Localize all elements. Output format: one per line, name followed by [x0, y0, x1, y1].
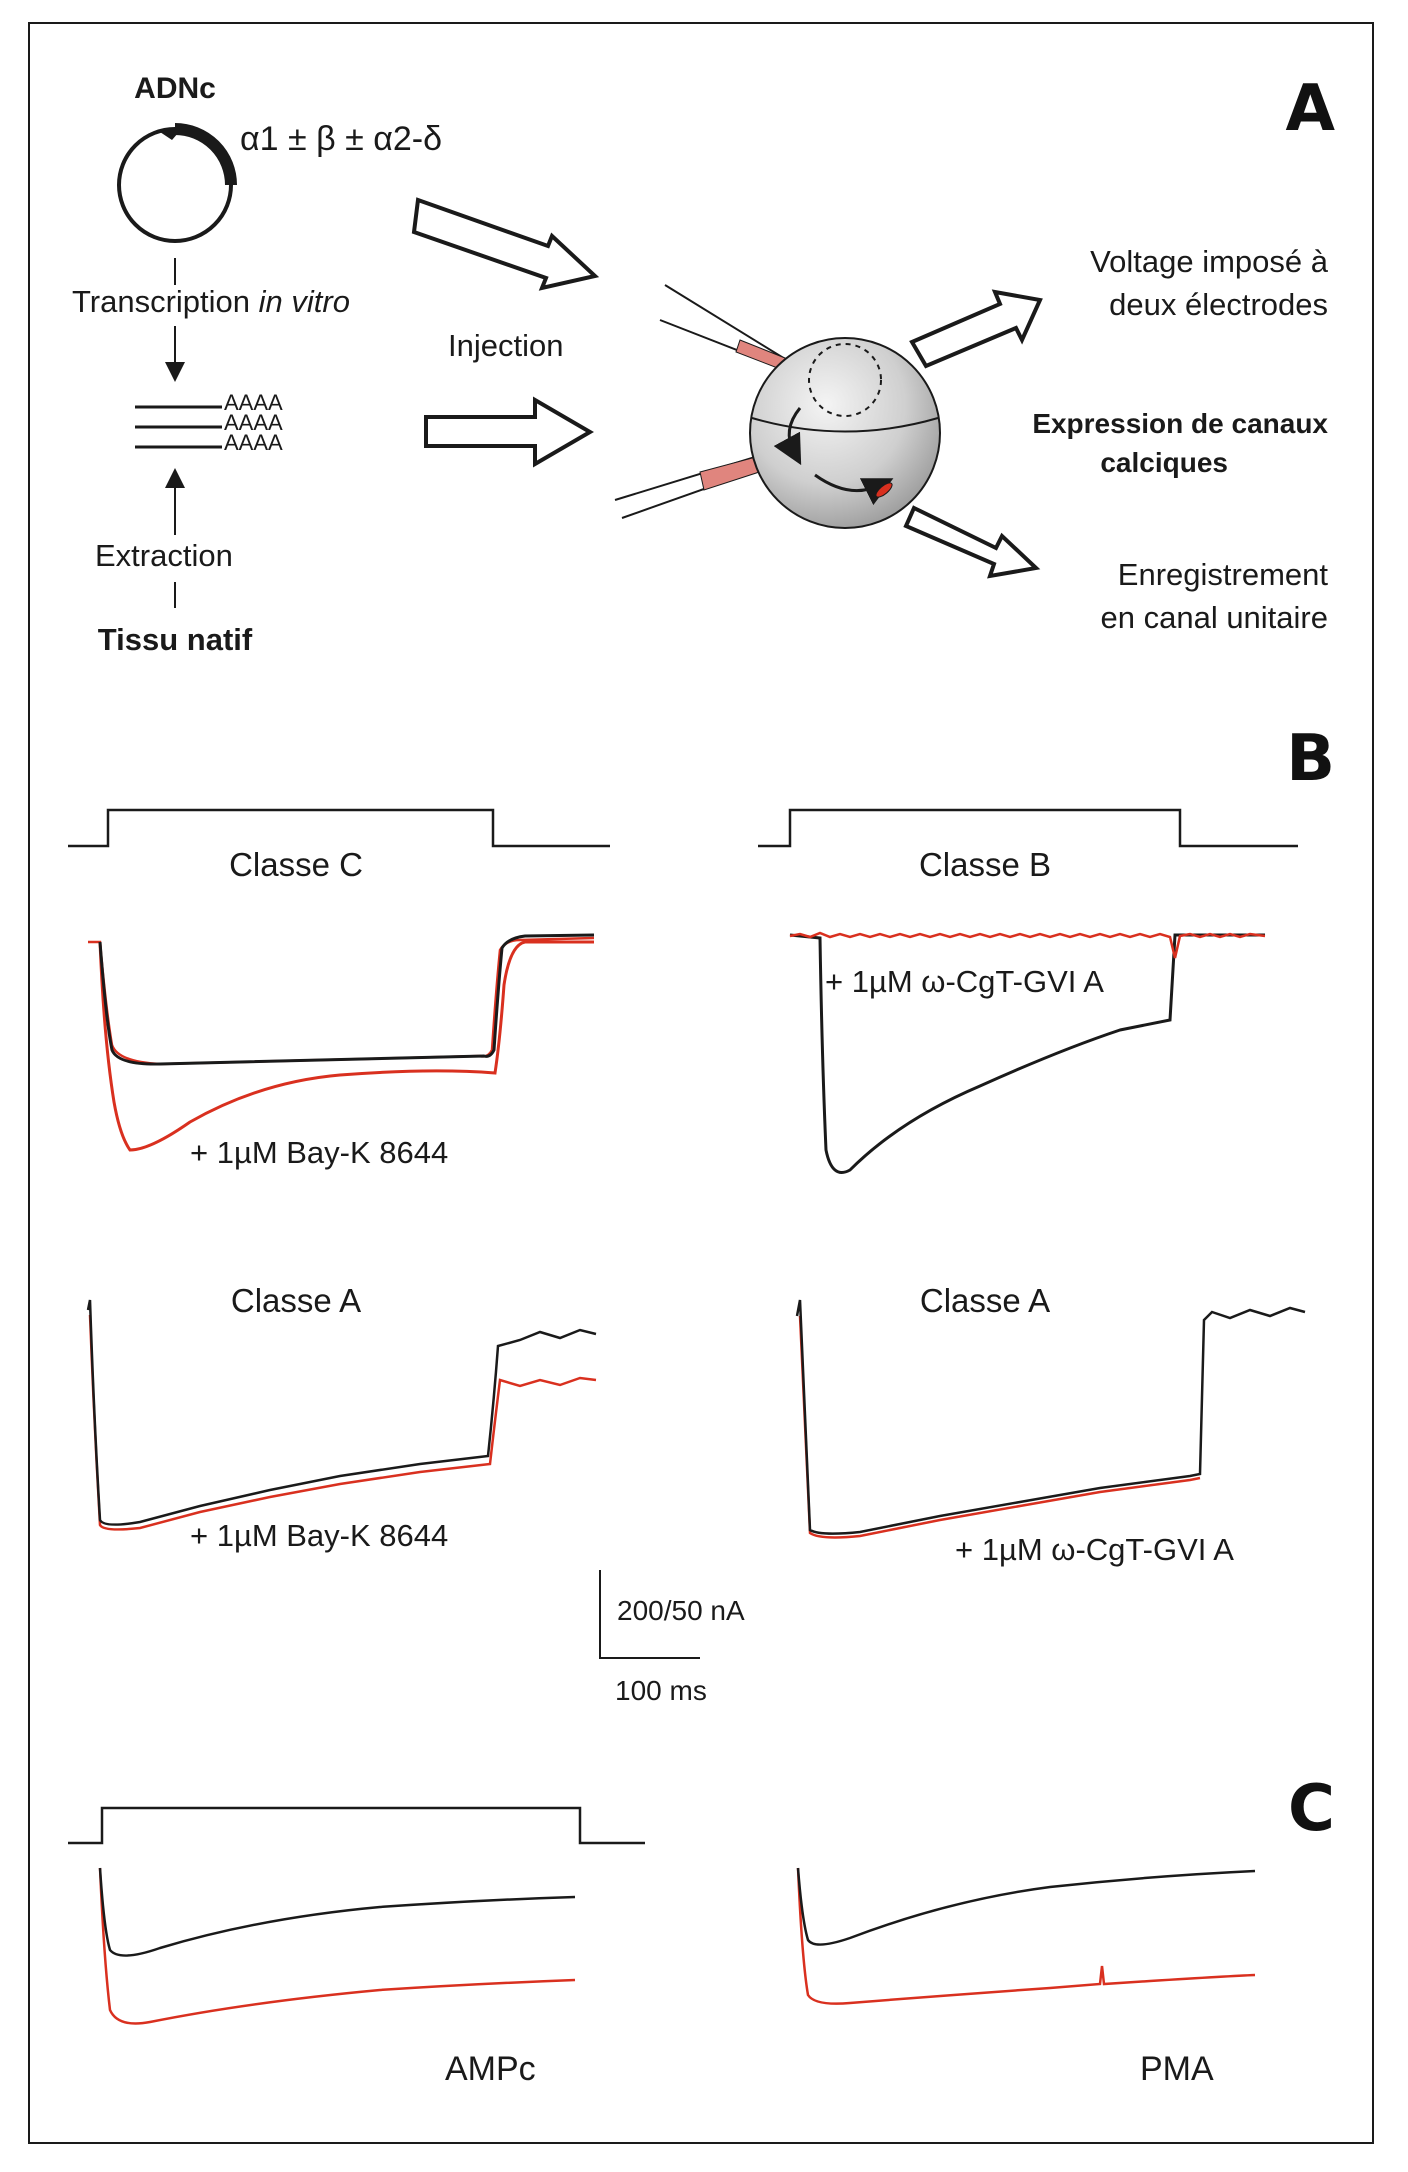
cdna-label: ADNc [134, 72, 216, 105]
polya-2: AAAA [224, 410, 283, 435]
expression-line2: calciques [1100, 447, 1228, 478]
recording-line1: Enregistrement [1118, 557, 1329, 592]
voltage-step-c [68, 1806, 645, 1845]
pma-control-trace [796, 1867, 1256, 1946]
scale-current-label: 200/50 nA [617, 1595, 745, 1626]
scale-time-label: 100 ms [615, 1675, 707, 1706]
oocyte-icon [614, 284, 941, 529]
extraction-label: Extraction [95, 538, 233, 573]
recording-line2: en canal unitaire [1101, 600, 1329, 635]
class-a-right-control-trace [795, 1299, 1306, 1535]
class-c-drug-trace [98, 940, 594, 1152]
scale-bar [599, 1570, 700, 1659]
class-b-label: Classe B [919, 846, 1051, 883]
class-c-control-trace [98, 933, 595, 1066]
native-tissue-label: Tissu natif [98, 622, 253, 657]
class-a-left-label: Classe A [231, 1282, 361, 1319]
class-c-baseline-trace [88, 936, 595, 1066]
class-c-label: Classe C [229, 846, 363, 883]
polya-1: AAAA [224, 390, 283, 415]
recording-arrow [903, 505, 1041, 579]
transcription-label: Transcription in vitro [72, 284, 350, 319]
mrna-injection-arrow [424, 396, 594, 468]
cgt-label-bottom: + 1µM ω-CgT-GVI A [955, 1532, 1234, 1567]
ampc-control-trace [98, 1867, 576, 1957]
voltage-step-b-right [758, 808, 1298, 848]
mrna-lines [135, 405, 222, 449]
pma-drug-trace [796, 1867, 1256, 2005]
voltage-step-b-left [68, 808, 610, 848]
bayk-label-top: + 1µM Bay-K 8644 [190, 1135, 448, 1170]
plasmid-icon [117, 123, 237, 243]
class-b-control-trace [789, 933, 1265, 1174]
cgt-label-top: + 1µM ω-CgT-GVI A [825, 964, 1104, 999]
figure-frame [28, 22, 1374, 2144]
class-a-right-label: Classe A [920, 1282, 1050, 1319]
panel-b-label: B [1286, 722, 1335, 796]
injection-label: Injection [448, 328, 563, 363]
panel-a-label: A [1285, 72, 1335, 146]
class-b-drug-trace [789, 931, 1266, 959]
ampc-drug-trace [98, 1867, 576, 2025]
panel-c-label: C [1288, 1772, 1335, 1846]
subunits-label: α1 ± β ± α2-δ [240, 120, 442, 158]
expression-line1: Expression de canaux [1032, 408, 1328, 439]
class-a-left-control-trace [86, 1299, 597, 1526]
cdna-injection-arrow [411, 197, 600, 291]
polya-3: AAAA [224, 430, 283, 455]
class-a-left-drug-trace [88, 1314, 597, 1531]
bayk-label-bottom: + 1µM Bay-K 8644 [190, 1518, 448, 1553]
voltage-line2: deux électrodes [1109, 287, 1328, 322]
ampc-label: AMPc [445, 2050, 536, 2088]
voltage-line1: Voltage imposé à [1090, 244, 1329, 279]
voltage-arrow [909, 289, 1043, 369]
pma-label: PMA [1140, 2050, 1214, 2088]
